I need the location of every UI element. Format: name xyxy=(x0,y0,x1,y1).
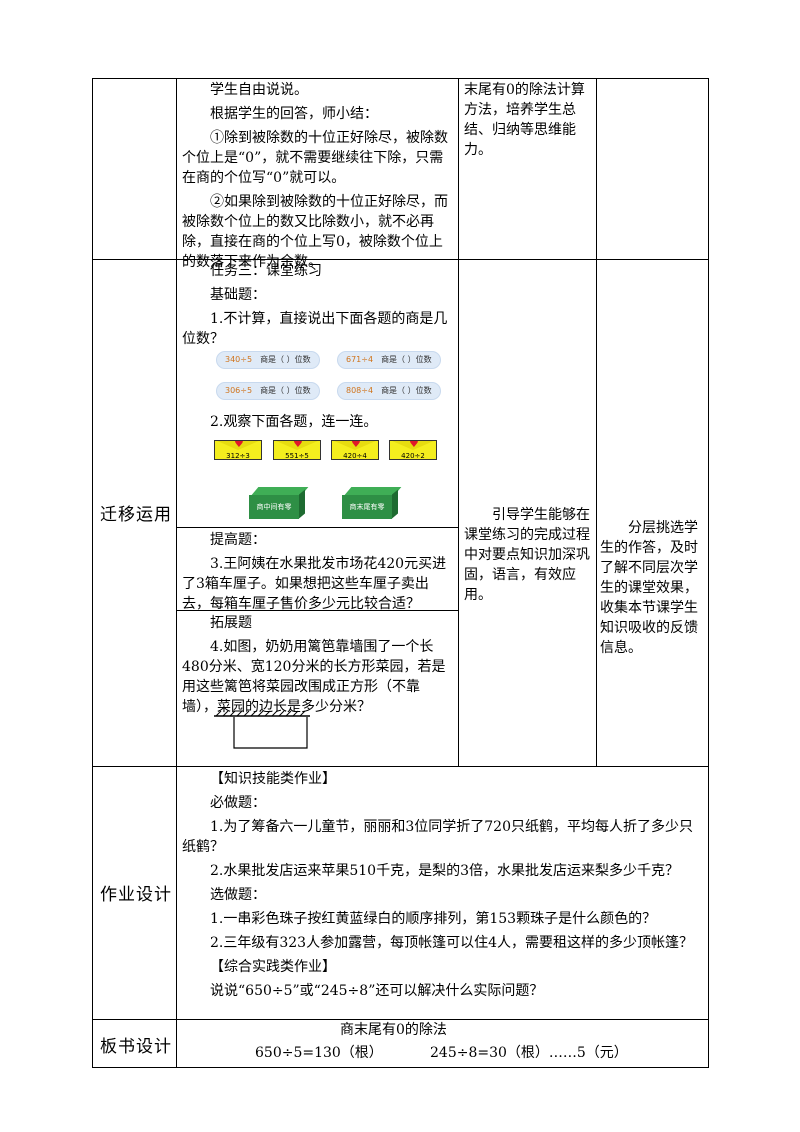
question: 4.如图，奶奶用篱笆靠墙围了一个长480分米、宽120分米的长方形菜园，若是用这… xyxy=(182,639,446,715)
board-equation: 245÷8=30（根）……5（元） xyxy=(430,1045,628,1061)
quiz-pill: 306÷5 商是（ ）位数 xyxy=(216,382,320,400)
pill-expression: 671÷4 xyxy=(346,355,374,364)
board-equation: 650÷5=130（根） xyxy=(255,1045,383,1061)
pill-expression: 340÷5 xyxy=(225,355,253,364)
box-label: 商中间有零 xyxy=(249,495,299,519)
homework-line: 2.水果批发店运来苹果510千克，是梨的3倍，水果批发店运来梨多少千克？ xyxy=(210,863,679,879)
pill-text: 商是（ ）位数 xyxy=(260,386,311,395)
text-line: 末尾有0的除法计算方法，培养学生总结、归纳等思维能力。 xyxy=(464,82,585,158)
envelope-card: ♥ 420÷2 xyxy=(389,440,437,460)
envelope-card: ♥ 420÷4 xyxy=(331,440,379,460)
exercise-extension: 拓展题 4.如图，奶奶用篱笆靠墙围了一个长480分米、宽120分米的长方形菜园，… xyxy=(182,613,454,721)
inner-divider xyxy=(176,610,458,611)
pill-text: 商是（ ）位数 xyxy=(381,355,432,364)
subheading: 提高题： xyxy=(210,532,266,548)
pill-text: 商是（ ）位数 xyxy=(260,355,311,364)
envelope-expression: 312÷3 xyxy=(226,452,250,460)
assessment-note: 分层挑选学生的作答，及时了解不同层次学生的课堂效果，收集本节课学生知识吸收的反馈… xyxy=(600,518,704,662)
quiz-pill: 671÷4 商是（ ）位数 xyxy=(337,351,441,369)
envelope-expression: 420÷2 xyxy=(401,452,425,460)
homework-line: 说说“650÷5”或“245÷8”还可以解决什么实际问题？ xyxy=(210,983,544,999)
table-border-left xyxy=(92,78,93,1068)
row-divider xyxy=(92,259,708,260)
col-divider xyxy=(176,78,177,1068)
quiz-pill: 340÷5 商是（ ）位数 xyxy=(216,351,320,369)
green-box: 商中间有零 xyxy=(249,487,309,519)
homework-line: 必做题： xyxy=(210,795,266,811)
subheading: 拓展题 xyxy=(210,615,252,631)
homework-line: 2.三年级有323人参加露营，每顶帐篷可以住4人，需要租这样的多少顶帐篷？ xyxy=(210,935,693,951)
table-border-right xyxy=(708,78,709,1068)
row-label: 板书设计 xyxy=(100,1037,172,1057)
table-border-bottom xyxy=(92,1067,708,1068)
exercise-basic: 任务三：课堂练习 基础题： 1.不计算，直接说出下面各题的商是几位数？ xyxy=(182,261,454,353)
text-line: ①除到被除数的十位正好除尽，被除数个位上是“0”，就不需要继续往下除，只需在商的… xyxy=(182,130,448,186)
pill-expression: 808÷4 xyxy=(346,386,374,395)
table-border-top xyxy=(92,78,708,79)
box-label: 商末尾有零 xyxy=(342,495,392,519)
pill-expression: 306÷5 xyxy=(225,386,253,395)
quiz-pill: 808÷4 商是（ ）位数 xyxy=(337,382,441,400)
homework-line: 选做题： xyxy=(210,887,266,903)
exercise-advanced: 提高题： 3.王阿姨在水果批发市场花420元买进了3箱车厘子。如果想把这些车厘子… xyxy=(182,530,454,618)
garden-diagram xyxy=(214,710,310,749)
teacher-summary: 学生自由说说。 根据学生的回答，师小结： ①除到被除数的十位正好除尽，被除数个位… xyxy=(182,80,454,276)
envelope-expression: 420÷4 xyxy=(343,452,367,460)
col-divider xyxy=(596,78,597,767)
homework-list: 【知识技能类作业】 必做题： 1.为了筹备六一儿童节，丽丽和3位同学折了720只… xyxy=(182,769,702,1005)
text-line: 学生自由说说。 xyxy=(210,82,308,98)
text-line: 分层挑选学生的作答，及时了解不同层次学生的课堂效果，收集本节课学生知识吸收的反馈… xyxy=(600,520,698,656)
pill-text: 商是（ ）位数 xyxy=(381,386,432,395)
heart-icon: ♥ xyxy=(293,440,303,450)
inner-divider xyxy=(176,527,458,528)
row-divider xyxy=(92,1019,708,1020)
col-divider xyxy=(458,78,459,767)
homework-line: 【综合实践类作业】 xyxy=(210,959,336,975)
heart-icon: ♥ xyxy=(234,440,244,450)
task-title: 任务三：课堂练习 xyxy=(210,263,322,279)
text-line: 引导学生能够在课堂练习的完成过程中对要点知识加深巩固，语言，有效应用。 xyxy=(464,507,590,603)
envelope-card: ♥ 551÷5 xyxy=(273,440,321,460)
design-intent: 引导学生能够在课堂练习的完成过程中对要点知识加深巩固，语言，有效应用。 xyxy=(464,505,592,609)
homework-line: 1.一串彩色珠子按红黄蓝绿白的顺序排列，第153颗珠子是什么颜色的？ xyxy=(210,911,657,927)
text-line: 根据学生的回答，师小结： xyxy=(210,106,378,122)
homework-line: 【知识技能类作业】 xyxy=(210,771,336,787)
heart-icon: ♥ xyxy=(351,440,361,450)
board-title: 商末尾有0的除法 xyxy=(340,1022,447,1038)
homework-line: 1.为了筹备六一儿童节，丽丽和3位同学折了720只纸鹤，平均每人折了多少只纸鹤？ xyxy=(182,819,693,855)
green-box: 商末尾有零 xyxy=(342,487,402,519)
row-divider xyxy=(92,766,708,767)
question: 1.不计算，直接说出下面各题的商是几位数？ xyxy=(182,311,448,347)
subheading: 基础题： xyxy=(210,287,266,303)
design-intent: 末尾有0的除法计算方法，培养学生总结、归纳等思维能力。 xyxy=(464,80,592,164)
text-line: ②如果除到被除数的十位正好除尽，而被除数个位上的数又比除数小，就不必再除，直接在… xyxy=(182,194,448,270)
question: 2.观察下面各题，连一连。 xyxy=(210,414,378,430)
row-label: 作业设计 xyxy=(100,885,172,905)
row-label: 迁移运用 xyxy=(100,505,172,525)
envelope-expression: 551÷5 xyxy=(285,452,309,460)
heart-icon: ♥ xyxy=(409,440,419,450)
question: 3.王阿姨在水果批发市场花420元买进了3箱车厘子。如果想把这些车厘子卖出去，每… xyxy=(182,556,447,612)
question-2: 2.观察下面各题，连一连。 xyxy=(182,412,454,436)
envelope-card: ♥ 312÷3 xyxy=(214,440,262,460)
